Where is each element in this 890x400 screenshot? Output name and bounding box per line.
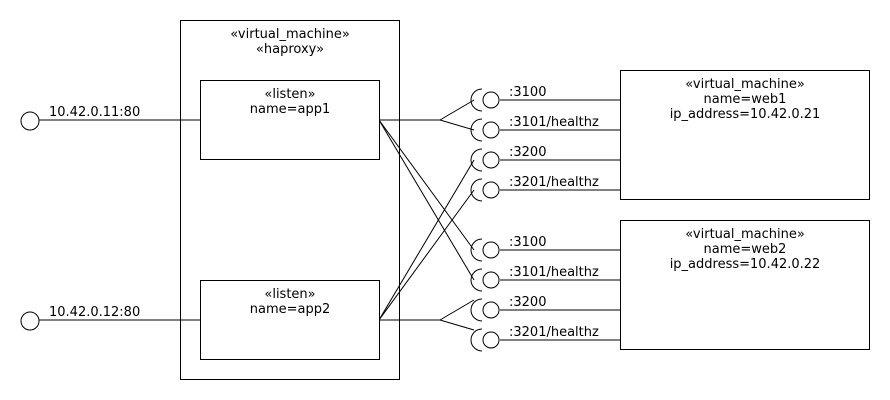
port-icon	[482, 331, 500, 349]
app2-to-web1-3200	[378, 159, 475, 321]
port-icon	[482, 241, 500, 259]
socket-icon	[470, 118, 483, 142]
web2-vm-ip: ip_address=10.42.0.22	[670, 257, 821, 272]
listener-app1-name: name=app1	[250, 102, 331, 117]
web1-vm-name: name=web1	[704, 92, 787, 107]
port-icon	[482, 301, 500, 319]
web2-vm-stereotype: «virtual_machine»	[685, 227, 805, 242]
socket-icon	[470, 178, 483, 202]
web2-vm-node: «virtual_machine» name=web2 ip_address=1…	[620, 220, 870, 350]
web2-port-label: :3201/healthz	[509, 325, 599, 340]
socket-icon	[470, 268, 483, 292]
web1-port-label: :3201/healthz	[509, 175, 599, 190]
haproxy-vm-node: «virtual_machine» «haproxy»	[180, 20, 400, 380]
connection-lines	[39, 99, 621, 341]
listener-app2-stereotype: «listen»	[264, 287, 315, 302]
port-icon	[482, 181, 500, 199]
web1-port-label: :3200	[509, 145, 546, 160]
socket-icon	[470, 298, 483, 322]
socket-icon	[470, 88, 483, 112]
socket-icon	[470, 328, 483, 352]
endpoint-label-app2: 10.42.0.12:80	[49, 305, 140, 320]
socket-icon	[470, 238, 483, 262]
web2-port-label: :3101/healthz	[509, 265, 599, 280]
web1-vm-ip: ip_address=10.42.0.21	[670, 107, 821, 122]
web2-port-label: :3100	[509, 235, 546, 250]
web1-vm-stereotype: «virtual_machine»	[685, 77, 805, 92]
socket-icon	[470, 148, 483, 172]
haproxy-vm-stereotype: «virtual_machine»	[230, 27, 350, 42]
port-icon	[482, 151, 500, 169]
port-icon	[482, 121, 500, 139]
haproxy-vm-box	[180, 20, 400, 380]
listener-app1: «listen» name=app1	[200, 80, 380, 160]
endpoint-label-app1: 10.42.0.11:80	[49, 105, 140, 120]
web1-ports: :3100 :3101/healthz :3200 :3201/healthz	[470, 85, 599, 202]
haproxy-vm-name: «haproxy»	[256, 42, 324, 57]
listener-app1-box	[200, 80, 380, 160]
listener-app2-box	[200, 280, 380, 360]
listener-app2: «listen» name=app2	[200, 280, 380, 360]
web1-port-label: :3100	[509, 85, 546, 100]
listener-app2-name: name=app2	[250, 302, 331, 317]
app1-to-web2-3101	[378, 119, 475, 281]
listener-app1-stereotype: «listen»	[264, 87, 315, 102]
web1-vm-node: «virtual_machine» name=web1 ip_address=1…	[620, 70, 870, 200]
web1-port-label: :3101/healthz	[509, 115, 599, 130]
port-icon	[482, 271, 500, 289]
endpoint-circle-app1	[20, 111, 40, 131]
web2-vm-box	[620, 220, 870, 350]
web1-vm-box	[620, 70, 870, 200]
web2-port-label: :3200	[509, 295, 546, 310]
endpoint-circle-app2	[20, 311, 40, 331]
app2-to-web1-3201	[378, 189, 475, 321]
web2-ports: :3100 :3101/healthz :3200 :3201/healthz	[470, 235, 599, 352]
port-icon	[482, 91, 500, 109]
web2-vm-name: name=web2	[704, 242, 787, 257]
app1-to-web2-3100	[378, 119, 475, 251]
